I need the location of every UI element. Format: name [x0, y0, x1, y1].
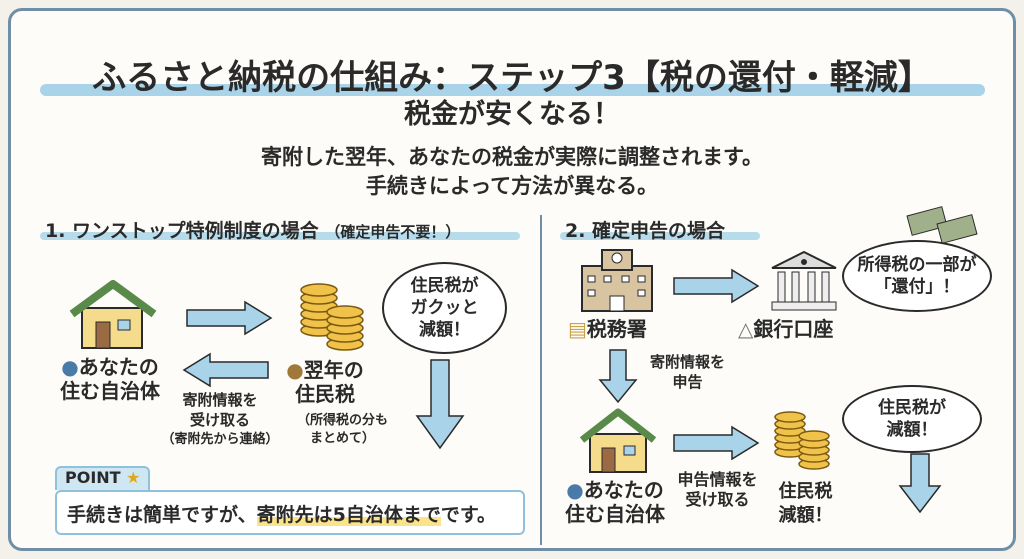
arrow-left-icon [182, 352, 269, 388]
description-line: 寄附した翌年、あなたの税金が実際に調整されます。 [261, 145, 763, 169]
money-bag-icon: ● [286, 358, 304, 382]
bubble-line: ガクッと [410, 298, 479, 318]
bank-icon [771, 250, 837, 311]
section2-highlight [560, 232, 760, 240]
coins-icon [774, 411, 830, 470]
next-year-tax-label: ●翌年の住民税 [270, 358, 380, 406]
point-tab: POINT ★ [55, 466, 150, 490]
coins-icon [300, 283, 364, 351]
house-icon [579, 408, 657, 473]
label-line: 受け取る [189, 411, 250, 429]
arrow-down-icon [415, 359, 465, 450]
label-line: 住民税 [295, 382, 355, 406]
section1-highlight [40, 232, 520, 240]
label-line: 寄附情報を [649, 353, 725, 371]
star-icon: ★ [126, 468, 141, 487]
section1-note: （確定申告不要！） [325, 223, 461, 241]
section1-title: 1. ワンストップ特例制度の場合 [45, 220, 319, 242]
report-info-label: 寄附情報を申告 [640, 352, 735, 392]
description: 寄附した翌年、あなたの税金が実際に調整されます。 手続きによって方法が異なる。 [0, 143, 1024, 201]
label-line: 住む自治体 [60, 379, 160, 403]
label-line: 申告 [672, 373, 703, 391]
receive-report-label: 申告情報を受け取る [670, 470, 765, 510]
bubble-line: 減額！ [419, 320, 470, 340]
refund-speech-bubble: 所得税の一部が「還付」！ [842, 240, 992, 312]
arrow-down-icon [898, 453, 942, 514]
label-line: 減額！ [778, 505, 833, 526]
tax-office-building-icon [581, 249, 653, 312]
bubble-line: 住民税が [410, 276, 479, 296]
label-line: 寄附情報を [182, 391, 258, 409]
cash-icon [906, 206, 978, 244]
label-line: （所得税の分も [296, 413, 388, 428]
bubble-line: 住民税が [878, 398, 946, 418]
document-icon: ▤ [568, 317, 587, 341]
description-line: 手続きによって方法が異なる。 [365, 174, 659, 198]
municipality-label: ●あなたの住む自治体 [555, 478, 675, 526]
speech-bubble: 住民税が減額！ [842, 385, 982, 453]
label-line: 住民税 [778, 481, 833, 502]
label-text: 銀行口座 [753, 317, 834, 341]
bubble-line: 所得税の一部が [857, 255, 977, 275]
section1-heading: 1. ワンストップ特例制度の場合 （確定申告不要！） [45, 216, 460, 243]
subtitle: 税金が安くなる！ [404, 99, 620, 130]
label-line: 申告情報を [677, 470, 758, 489]
speech-bubble: 住民税がガクッと減額！ [382, 262, 507, 354]
point-box: 手続きは簡単ですが、寄附先は5自治体までです。 [55, 490, 525, 535]
title-highlight [40, 84, 985, 96]
arrow-right-icon [186, 300, 273, 336]
receive-info-label: 寄附情報を受け取る （寄附先から連絡） [150, 390, 290, 450]
label-line: （寄附先から連絡） [161, 432, 279, 447]
resident-tax-label: 住民税減額！ [768, 480, 843, 528]
label-line: まとめて） [309, 431, 375, 446]
point-text-highlight: 寄附先は5自治体まで [256, 504, 441, 526]
municipality-label: ●あなたの住む自治体 [50, 355, 170, 403]
bubble-line: 減額！ [886, 420, 938, 440]
tax-note: （所得税の分もまとめて） [285, 412, 400, 448]
person-icon: ● [566, 478, 584, 502]
point-label: POINT [65, 468, 121, 487]
person-icon: ● [61, 355, 79, 379]
label-line: 翌年の [303, 358, 364, 382]
bank-small-icon: △ [738, 317, 754, 341]
arrow-right-icon [673, 425, 760, 461]
arrow-right-icon [673, 268, 760, 304]
label-line: あなたの [583, 478, 664, 502]
tax-office-label: ▤税務署 [568, 318, 647, 341]
section2-heading: 2. 確定申告の場合 [565, 220, 726, 242]
house-icon [69, 280, 157, 349]
divider [540, 215, 542, 545]
bubble-line: 「還付」！ [874, 277, 960, 297]
label-text: 税務署 [586, 317, 647, 341]
point-text: 手続きは簡単ですが、 [67, 504, 257, 526]
label-line: あなたの [78, 355, 159, 379]
point-text: です。 [440, 504, 496, 526]
label-line: 住む自治体 [565, 502, 665, 526]
arrow-down-icon [598, 349, 638, 404]
page-title: ふるさと納税の仕組み：ステップ3【税の還付・軽減】 [92, 58, 932, 98]
label-line: 受け取る [685, 490, 750, 509]
bank-account-label: △銀行口座 [738, 318, 833, 341]
